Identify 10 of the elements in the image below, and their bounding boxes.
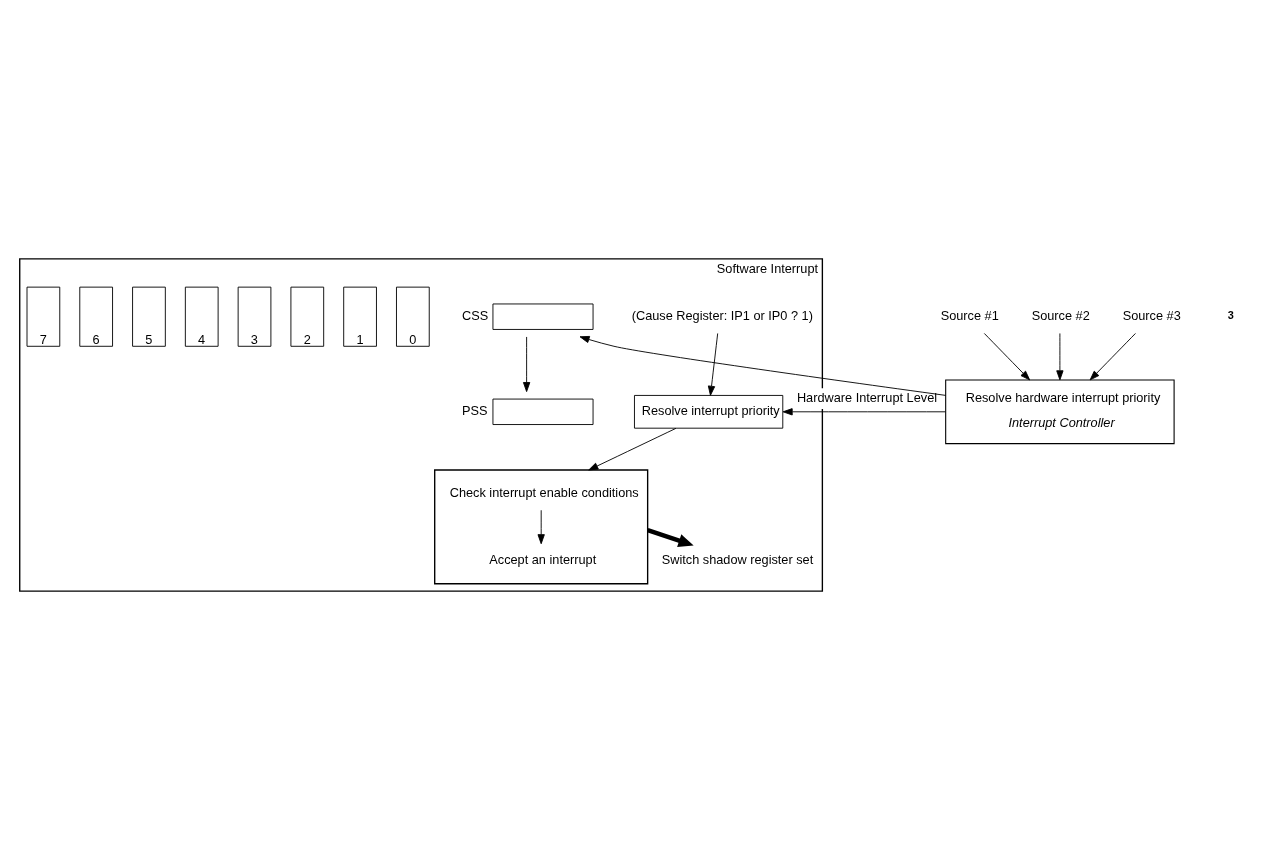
node-text: Source #3 — [1122, 307, 1181, 323]
label: 3 — [1227, 308, 1234, 321]
node-text: Check interrupt enable conditions — [449, 484, 639, 500]
node-text: Source #2 — [1031, 307, 1090, 323]
node-text: Source #1 — [940, 307, 999, 323]
node-text: (Cause Register: IP1 or IP0 ? 1) — [631, 307, 813, 323]
node-label: PSS — [462, 402, 488, 418]
node-text: Accept an interrupt — [489, 551, 597, 567]
node-label: CSS — [462, 307, 489, 323]
node-text: Switch shadow register set — [661, 551, 814, 567]
